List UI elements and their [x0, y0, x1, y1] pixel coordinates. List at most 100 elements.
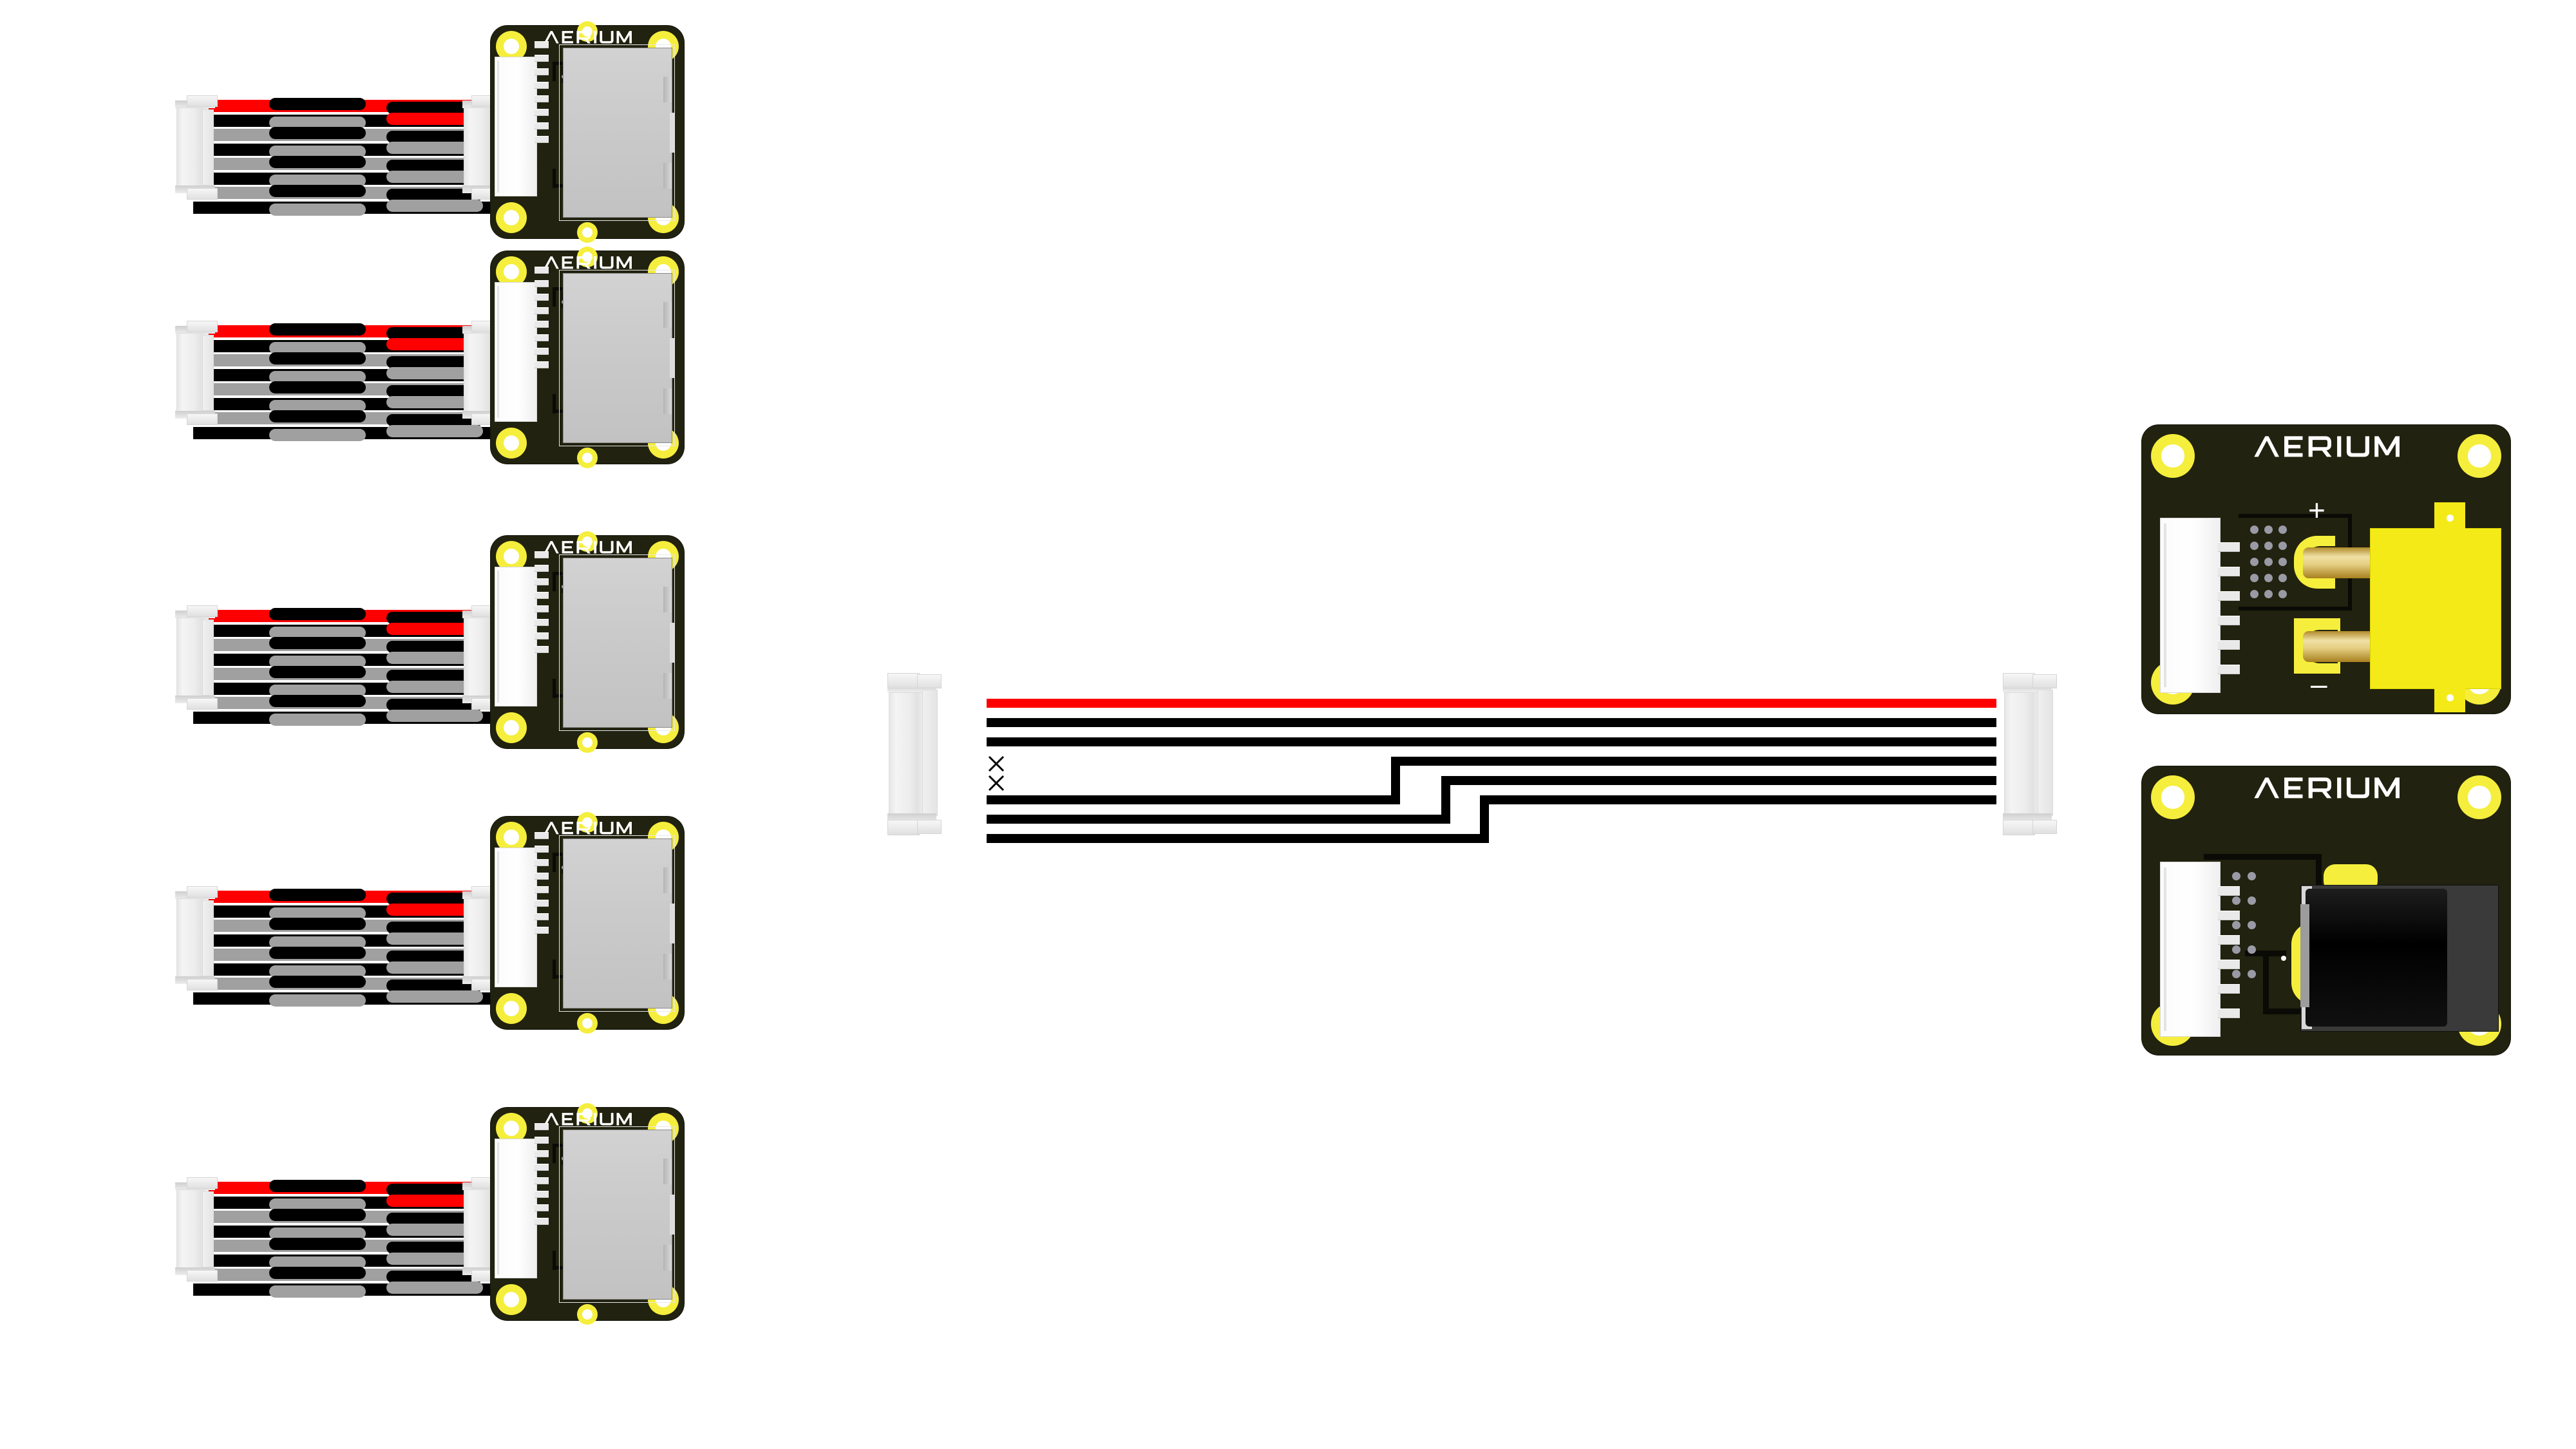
pcb-pad: [2250, 558, 2259, 566]
twisted-wire-crossover: [269, 341, 366, 354]
twisted-wire-crossover: [386, 951, 483, 963]
connector-pin: [535, 1191, 549, 1198]
connector-pin: [535, 646, 549, 653]
connector-pin: [2218, 935, 2240, 945]
twisted-wire-crossover: [386, 424, 483, 437]
connector-pin: [535, 68, 549, 75]
twisted-wire-crossover: [386, 1213, 483, 1225]
twisted-wire-crossover: [269, 127, 366, 139]
connector-pin: [535, 578, 549, 585]
twisted-wire-crossover: [269, 203, 366, 216]
board-logo: [2142, 775, 2510, 801]
twisted-wire-crossover: [269, 936, 366, 949]
twisted-wire-crossover: [386, 170, 483, 183]
twisted-wire-crossover: [386, 327, 483, 339]
twisted-wire-crossover: [269, 608, 366, 620]
mounting-hole: [577, 1103, 598, 1124]
component-outline: [559, 44, 675, 221]
twisted-wire-crossover: [386, 670, 483, 682]
shield-tab: [670, 338, 674, 378]
twisted-wire-crossover: [269, 994, 366, 1007]
twisted-wire-crossover: [386, 612, 483, 624]
shield-module-board: [491, 812, 684, 1034]
twisted-wire-crossover: [269, 370, 366, 383]
pcb-trace: [553, 960, 556, 979]
shield-tab: [663, 954, 672, 980]
cable-plug-left: [175, 95, 218, 200]
connector-pin: [535, 913, 549, 920]
twisted-wire-crossover: [386, 1194, 483, 1207]
connector-pin: [535, 267, 549, 274]
plug-body: [889, 692, 926, 815]
ribbon-wire: [987, 699, 1996, 708]
pcb-trace: [553, 287, 556, 307]
unused-position-marker: [988, 755, 1005, 772]
twisted-wire-crossover: [269, 399, 366, 412]
plug-latch-top: [187, 605, 218, 617]
pcb-trace: [553, 394, 556, 413]
connector-pin: [535, 859, 549, 866]
connector-pin: [2218, 591, 2240, 601]
connector-pin: [535, 95, 549, 102]
barrel-jack-board: [2142, 766, 2510, 1055]
connector-pin: [535, 55, 549, 62]
shield-tab: [663, 867, 672, 893]
twisted-wire-crossover: [386, 680, 483, 693]
pcb-trace: [553, 169, 556, 188]
pcb-trace: [2263, 1009, 2315, 1014]
plug-latch-bottom: [187, 413, 218, 425]
xt-mount-ear-top: [2434, 502, 2465, 533]
pcb-pad: [2250, 574, 2259, 582]
twisted-wire-crossover: [386, 385, 483, 397]
twisted-wire-crossover: [386, 160, 483, 172]
connector-pin: [2218, 665, 2240, 674]
connector-pin: [2218, 911, 2240, 920]
connector-pin: [535, 632, 549, 639]
plug-latch-top: [187, 95, 218, 107]
connector-pin: [535, 900, 549, 907]
ribbon-plug-left: [887, 673, 942, 835]
shield-module-board: [491, 247, 684, 468]
ribbon-wire: [987, 737, 1996, 746]
connector-pin: [535, 280, 549, 287]
twisted-wire-crossover: [386, 366, 483, 379]
pcb-trace: [2263, 951, 2269, 1012]
pcb-pad: [2232, 970, 2240, 978]
aerium-logo-icon: [2254, 436, 2400, 457]
connector-pin: [535, 41, 549, 48]
connector-pin: [535, 873, 549, 880]
twisted-wire-crossover: [269, 428, 366, 441]
plug-latch-bottom-2: [2032, 820, 2057, 834]
connector-pin: [535, 136, 549, 143]
twisted-wire-crossover: [269, 1209, 366, 1221]
shield-tab: [670, 1195, 674, 1235]
cable-plug-left: [175, 1177, 218, 1282]
pcb-trace: [2204, 854, 2321, 860]
board-logo: [2142, 434, 2510, 460]
twisted-wire-crossover: [269, 156, 366, 168]
pcb-pad: [2264, 558, 2273, 566]
plug-latch-top-2: [917, 674, 942, 688]
ribbon-wire-lower-segment: [987, 834, 1489, 843]
shield-tab: [663, 302, 672, 328]
connector-pin: [535, 1137, 549, 1144]
cable-plug-left: [175, 321, 218, 425]
mounting-hole: [577, 1013, 598, 1034]
twisted-wire-crossover: [386, 922, 483, 934]
twisted-wire-crossover: [386, 112, 483, 125]
twisted-wire-crossover: [269, 174, 366, 187]
mounting-hole: [496, 712, 527, 743]
mounting-hole: [577, 531, 598, 552]
plug-body-side: [202, 900, 214, 976]
twisted-wire-crossover: [269, 684, 366, 697]
twisted-wire-crossover: [386, 903, 483, 916]
pcb-pad: [2264, 590, 2273, 598]
shield-module-board: [491, 531, 684, 753]
twisted-wire-crossover: [386, 709, 483, 722]
mounting-hole: [2458, 434, 2501, 478]
pcb-pad: [2264, 542, 2273, 550]
shield-tab: [663, 587, 672, 612]
twisted-wire-crossover: [386, 1281, 483, 1294]
ribbon-wire: [987, 718, 1996, 727]
